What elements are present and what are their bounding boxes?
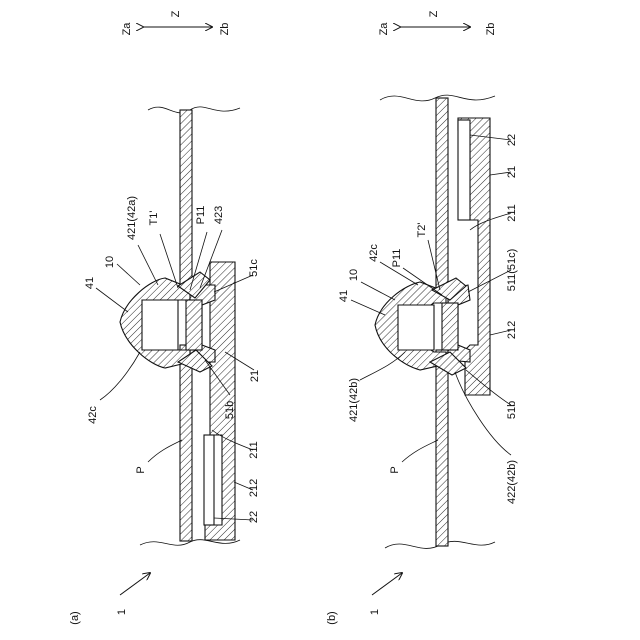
label-212-b: 212 <box>506 321 518 339</box>
leader-10-b <box>361 282 395 300</box>
panel-tag-a: (a) <box>69 611 81 624</box>
panel-p-upper-b <box>436 98 448 288</box>
label-511-b: 511(51c) <box>506 249 518 292</box>
label-t2-b: T2' <box>416 223 428 238</box>
leader-p-a <box>148 440 182 462</box>
z-label-b: Z <box>428 10 440 17</box>
label-42c-b: 42c <box>368 244 380 262</box>
leader-10-a <box>117 264 140 285</box>
leader-41-b <box>351 300 385 315</box>
label-211-a: 211 <box>248 441 260 459</box>
label-41-b: 41 <box>338 290 350 302</box>
clip-shaft-b <box>442 303 458 350</box>
panel-p-lower-b <box>436 350 448 546</box>
label-51c-a: 51c <box>248 259 260 277</box>
panel-p-upper <box>180 110 192 285</box>
label-22-a: 22 <box>248 511 260 523</box>
label-51b-a: 51b <box>224 401 236 419</box>
label-42c-a: 42c <box>87 406 99 424</box>
leader-42c-a <box>100 352 140 400</box>
label-212-a: 212 <box>248 479 260 497</box>
label-422-b: 422(42b) <box>506 460 518 504</box>
label-423-a: 423 <box>213 206 225 224</box>
label-10-b: 10 <box>348 269 360 281</box>
leader-p-b <box>402 440 438 462</box>
member-22-slot-b <box>458 120 470 220</box>
clip-shaft <box>186 300 202 350</box>
panel-p-lower <box>180 345 192 541</box>
label-t1-a: T1' <box>148 211 160 226</box>
device-number-a: 1 <box>116 609 128 615</box>
za-label: Za <box>121 22 133 36</box>
label-10-a: 10 <box>104 256 116 268</box>
label-211-b: 211 <box>506 204 518 222</box>
label-p-b: P <box>389 466 401 473</box>
clip-hollow-b <box>398 305 434 350</box>
device-arrow-a <box>120 573 150 595</box>
label-41-a: 41 <box>84 277 96 289</box>
panel-tag-b: (b) <box>326 611 338 624</box>
label-p-a: P <box>135 466 147 473</box>
label-421-b: 421(42b) <box>348 378 360 422</box>
za-label-b: Za <box>378 22 390 36</box>
clip-hollow <box>142 300 178 350</box>
z-label: Z <box>170 10 182 17</box>
axis-indicator-a: Za Z Zb <box>121 10 231 35</box>
label-p11-a: P11 <box>195 206 207 225</box>
label-51b-b: 51b <box>506 401 518 419</box>
panel-b: Za Z Zb 1 (b) 22 21 211 <box>326 10 518 624</box>
label-421-a: 421(42a) <box>126 196 138 240</box>
label-21-b: 21 <box>506 166 518 178</box>
zb-label-b: Zb <box>485 23 497 36</box>
leader-421-a <box>138 245 158 285</box>
panel-a: Za Z Zb 1 (a) 10 41 421(42a) <box>69 10 261 624</box>
leader-41-a <box>96 288 128 312</box>
zb-label: Zb <box>219 23 231 36</box>
label-p11-b: P11 <box>391 249 403 268</box>
device-arrow-b <box>372 573 402 595</box>
device-number-b: 1 <box>369 609 381 615</box>
member-22-slot <box>204 435 214 525</box>
axis-indicator-b: Za Z Zb <box>378 10 497 35</box>
panel-p-break-top <box>148 107 240 113</box>
label-21-a: 21 <box>249 370 261 382</box>
